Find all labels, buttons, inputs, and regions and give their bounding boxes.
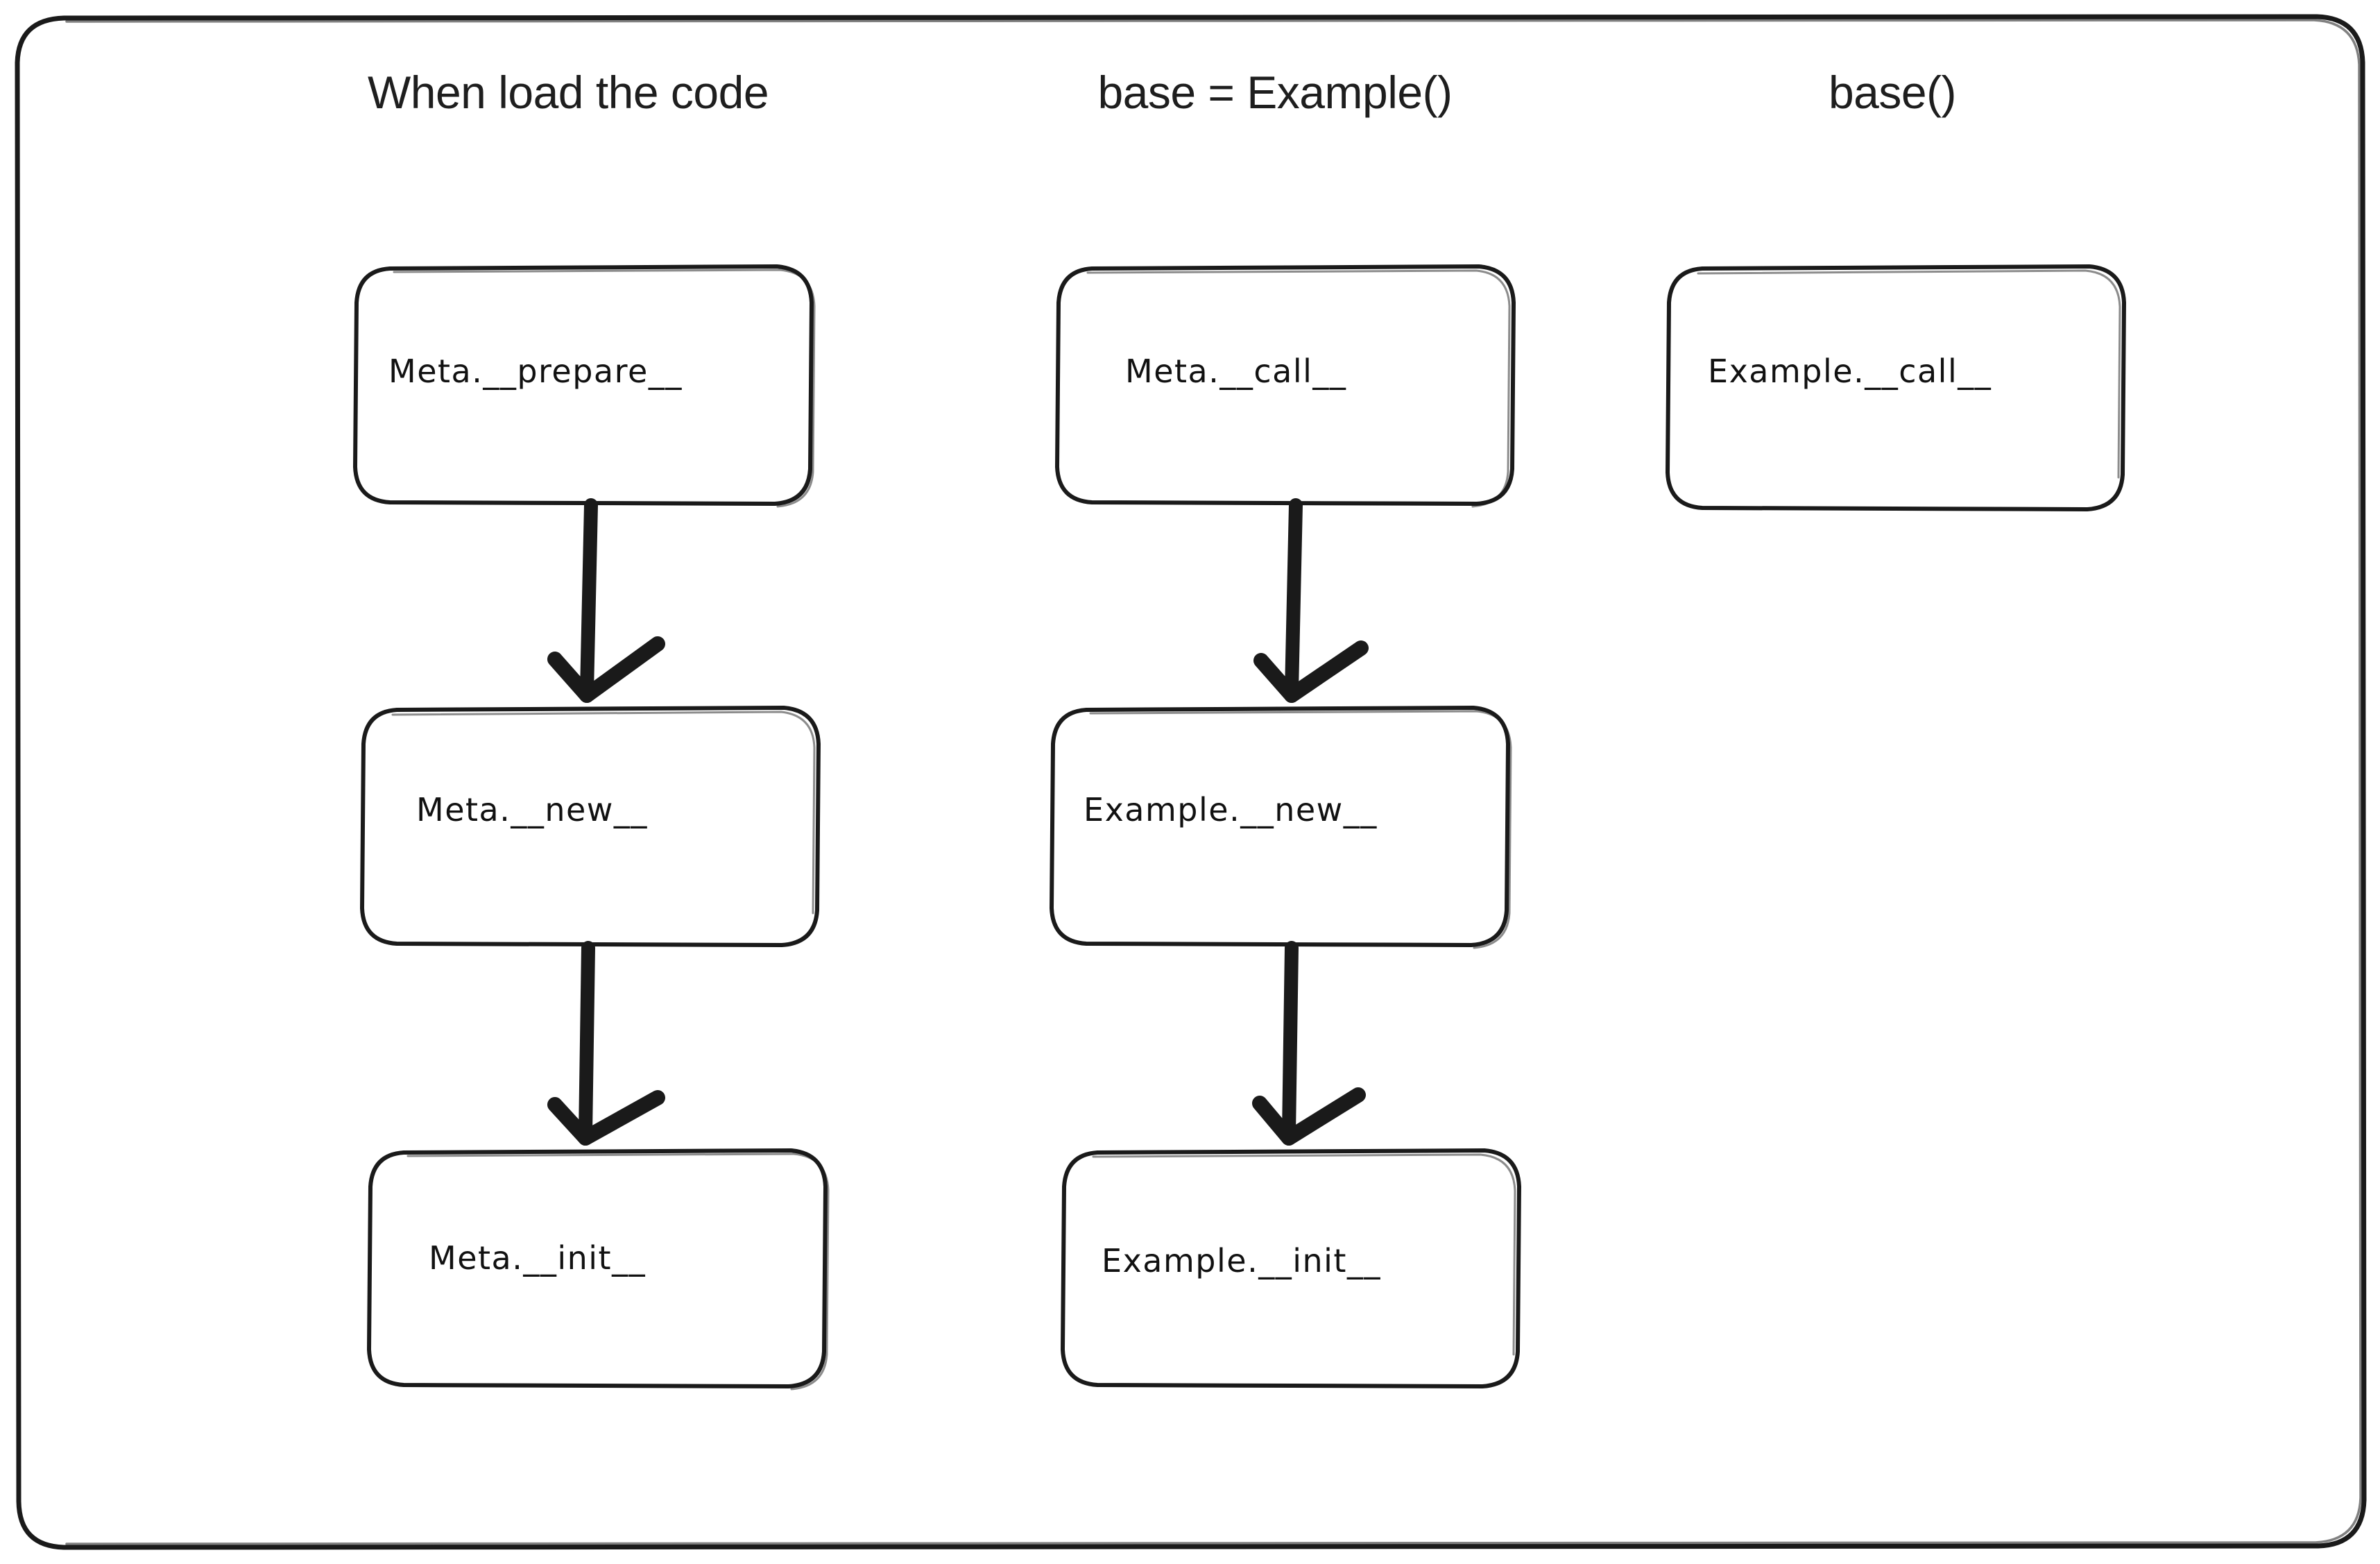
arrow-prepare-to-new [547, 498, 665, 703]
node-label-meta-new: Meta.__new__ [416, 791, 648, 828]
node-box-meta-prepare[interactable] [353, 264, 816, 508]
node-box-example-call[interactable] [1666, 264, 2126, 511]
column-header-load: When load the code [367, 67, 769, 118]
node-box-meta-new[interactable] [360, 706, 821, 947]
node-box-example-init[interactable] [1061, 1148, 1521, 1388]
node-box-meta-init[interactable] [367, 1148, 830, 1391]
node-label-example-new: Example.__new__ [1084, 791, 1378, 828]
node-label-meta-init: Meta.__init__ [429, 1239, 647, 1277]
arrow-new-to-init2 [1252, 941, 1366, 1146]
column-header-instantiate: base = Example() [1097, 67, 1453, 118]
arrow-new-to-init [547, 941, 665, 1146]
node-label-example-call: Example.__call__ [1708, 352, 1992, 390]
node-box-example-new[interactable] [1050, 706, 1512, 949]
outer-frame [15, 14, 2367, 1550]
node-label-meta-call: Meta.__call__ [1125, 352, 1347, 390]
node-box-meta-call[interactable] [1055, 264, 1516, 508]
column-header-invoke: base() [1828, 67, 1957, 118]
node-label-example-init: Example.__init__ [1102, 1242, 1381, 1280]
arrow-call-to-new [1253, 498, 1369, 703]
node-label-meta-prepare: Meta.__prepare__ [388, 352, 683, 390]
